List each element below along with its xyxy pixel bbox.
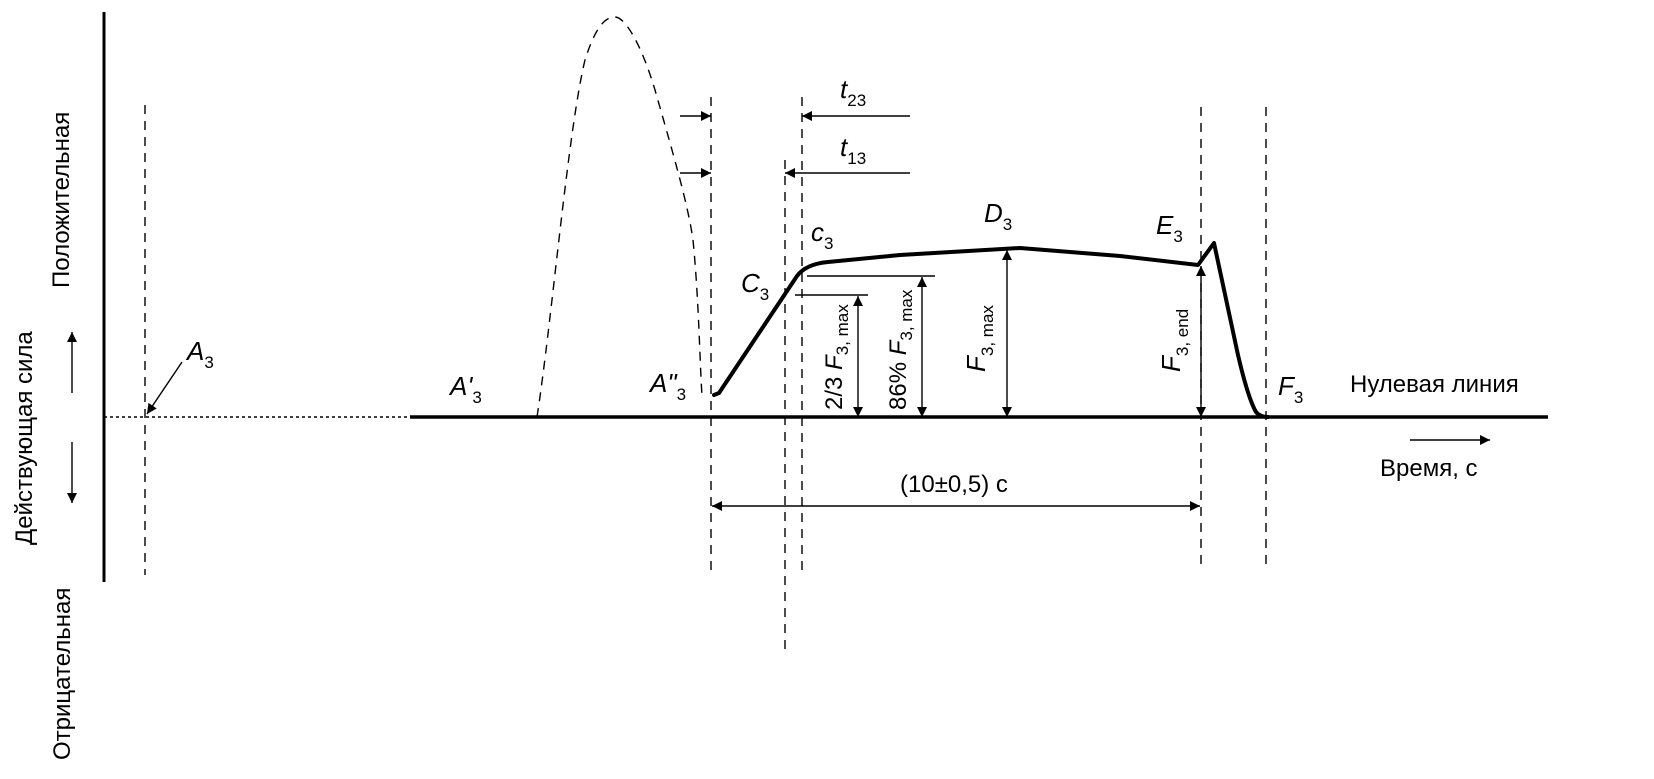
label-86-fmax: 86% F3, max: [885, 289, 916, 410]
time-label: Время, с: [1380, 455, 1478, 482]
label-c3-small: c3: [811, 217, 833, 253]
label-t13: t13: [840, 132, 866, 168]
label-a3-prime: A'3: [448, 371, 482, 407]
label-a3: A3: [185, 336, 214, 372]
label-a3-double-prime: A"3: [648, 368, 686, 404]
load-curve: [712, 241, 1270, 419]
force-axis-title: Действующая сила: [11, 331, 38, 545]
label-f3: F3: [1278, 371, 1303, 407]
label-two-thirds-fmax: 2/3 F3, max: [821, 304, 852, 410]
label-d3: D3: [984, 198, 1012, 234]
positive-label: Положительная: [48, 112, 75, 288]
label-c3: C3: [741, 268, 769, 304]
preload-pulse: [536, 16, 703, 418]
label-fmax: F3, max: [961, 305, 997, 372]
a3-pointer: [146, 361, 183, 415]
duration-label: (10±0,5) с: [900, 471, 1008, 498]
label-fend: F3, end: [1156, 309, 1192, 372]
label-e3: E3: [1156, 210, 1183, 246]
label-t23: t23: [840, 74, 866, 110]
negative-label: Отрицательная: [49, 588, 76, 760]
zero-line-label: Нулевая линия: [1350, 371, 1519, 398]
